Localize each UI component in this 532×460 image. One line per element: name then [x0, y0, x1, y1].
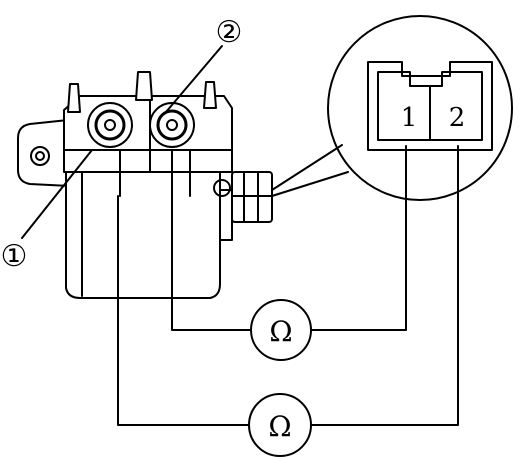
terminal-right [149, 102, 195, 148]
body-side-tab [219, 189, 233, 241]
ohm-symbol-upper: Ω [269, 315, 292, 348]
lead-upper-left [171, 149, 251, 331]
pin-1-label: 1 [401, 103, 418, 133]
magnifier-leader-lower [271, 171, 349, 197]
relay-assembly [17, 71, 273, 299]
terminal-left [87, 102, 133, 148]
lead-lower-left [117, 195, 249, 426]
callout-1-label: ① [1, 239, 28, 274]
ohmmeter-upper: Ω [250, 299, 312, 361]
ohm-symbol-lower: Ω [268, 410, 291, 443]
callout-2: ② [165, 15, 243, 113]
top-post-center [135, 71, 153, 101]
lead-lower-right [311, 145, 459, 426]
magnifier-leader-upper [271, 144, 343, 191]
top-post-left [67, 83, 81, 113]
bracket-bolt-hole [30, 146, 50, 166]
test-leads [117, 145, 459, 426]
callout-1-leader [21, 149, 93, 239]
relay-body [65, 167, 221, 299]
lead-upper-right [311, 145, 407, 331]
top-post-right [203, 81, 217, 109]
pin-2-label: 2 [449, 103, 466, 133]
connector-housing-inner [377, 71, 483, 141]
callout-2-leader [165, 45, 223, 113]
callout-1: ① [1, 149, 93, 274]
bracket-bolt-hole-inner [35, 151, 45, 161]
ohmmeter-lower: Ω [248, 393, 312, 457]
relay-side-connector [213, 171, 273, 223]
magnifier-circle [327, 15, 513, 201]
callout-2-label: ② [216, 15, 243, 50]
magnified-connector-view: 1 2 [271, 15, 513, 201]
